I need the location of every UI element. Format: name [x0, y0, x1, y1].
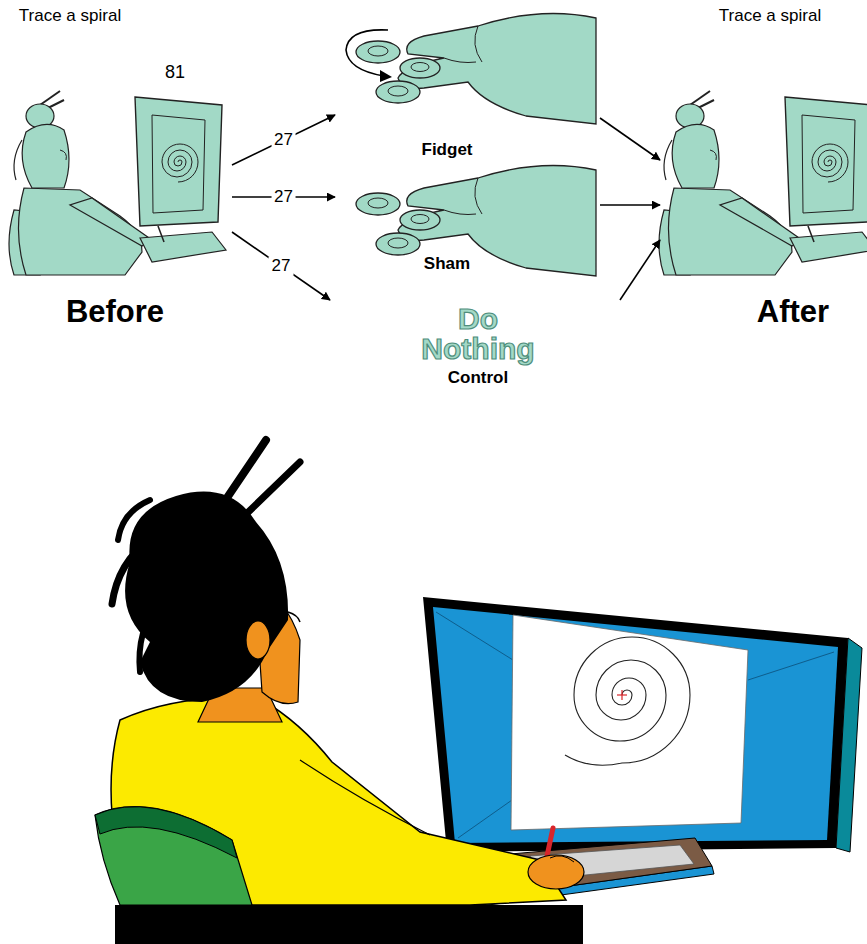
flow-arrow [620, 240, 660, 300]
control-panel: Do NothingControl [330, 282, 620, 394]
monitor [423, 597, 862, 852]
node-text: Fidget [422, 140, 473, 160]
woman-part [288, 612, 300, 622]
node-text: Control [448, 368, 508, 388]
monitor-part [565, 637, 690, 765]
flow-arrow [232, 232, 330, 300]
flow-arrow [600, 118, 660, 160]
flow-arrow [232, 115, 335, 165]
sham-panel: Sham [335, 168, 600, 278]
fidget-panel: Fidget [335, 0, 600, 165]
monitor-part [748, 652, 834, 680]
node-text: After [757, 294, 829, 330]
after-figure [659, 91, 867, 275]
woman-part [125, 492, 288, 702]
monitor-part [433, 607, 838, 843]
chair-part [95, 807, 237, 858]
node-text: Trace a spiral [719, 6, 821, 26]
edge-label: 27 [271, 131, 296, 150]
node-text: Trace a spiral [19, 6, 121, 26]
spin-arrow-part [380, 70, 392, 82]
spin-arrow [346, 30, 392, 82]
before-panel: Trace a spiral 81Before [0, 0, 232, 340]
woman-part [118, 500, 150, 540]
node-text: Before [66, 294, 164, 330]
woman-part [240, 462, 300, 520]
woman-part [300, 760, 430, 835]
monitor-part [511, 615, 748, 830]
edge-label: 27 [271, 188, 296, 207]
monitor-part [621, 690, 622, 700]
woman-part [112, 540, 150, 604]
sham-hand [356, 166, 596, 277]
woman-part [528, 855, 584, 889]
edge-label: 27 [269, 257, 294, 276]
flow-arrow [600, 204, 660, 206]
before-figure [9, 91, 226, 275]
chair-part [95, 807, 252, 905]
woman-part [139, 600, 160, 672]
node-text: 81 [165, 62, 185, 83]
monitor-part [423, 597, 848, 852]
spin-arrow-part [346, 30, 388, 76]
monitor-part [436, 612, 513, 660]
woman-part [246, 621, 270, 659]
woman-part [550, 856, 574, 862]
chair [95, 807, 252, 905]
monitor-part [458, 800, 512, 838]
node-text: Do Nothing [421, 304, 534, 364]
fidget-hand [356, 14, 596, 125]
base-bar [115, 905, 583, 944]
after-panel: Trace a spiralAfter [660, 0, 867, 340]
node-text: Sham [424, 254, 470, 274]
